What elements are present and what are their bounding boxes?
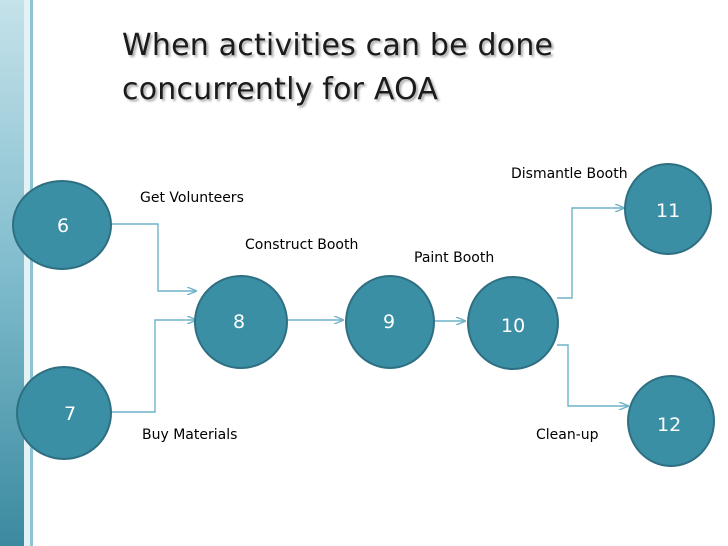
arrow-clean-up bbox=[557, 344, 628, 406]
label-clean-up: Clean-up bbox=[536, 427, 599, 443]
node-12 bbox=[627, 375, 715, 467]
slide-title-line-2: concurrently for AOA bbox=[122, 72, 439, 107]
label-get-volunteers: Get Volunteers bbox=[140, 190, 244, 206]
label-paint-booth: Paint Booth bbox=[414, 250, 495, 266]
node-8-label: 8 bbox=[233, 311, 246, 333]
label-dismantle-booth: Dismantle Booth bbox=[511, 166, 628, 182]
left-accent-bar bbox=[0, 0, 33, 546]
node-10 bbox=[467, 276, 559, 370]
node-12-label: 12 bbox=[657, 414, 682, 436]
label-construct-booth: Construct Booth bbox=[245, 237, 359, 253]
arrow-dismantle-booth bbox=[557, 208, 624, 299]
node-11-label: 11 bbox=[656, 200, 681, 222]
node-9-label: 9 bbox=[383, 311, 396, 333]
node-10-label: 10 bbox=[501, 315, 526, 337]
arrow-get-volunteers bbox=[111, 223, 196, 291]
node-6-label: 6 bbox=[57, 215, 70, 237]
node-7 bbox=[16, 366, 112, 460]
label-buy-materials: Buy Materials bbox=[142, 427, 238, 443]
slide-title-line-1: When activities can be done bbox=[122, 28, 554, 63]
node-8 bbox=[194, 275, 288, 369]
node-11 bbox=[624, 163, 712, 255]
node-6 bbox=[12, 180, 112, 270]
arrow-buy-materials bbox=[110, 320, 196, 413]
node-7-label: 7 bbox=[64, 403, 77, 425]
node-9 bbox=[345, 275, 435, 369]
